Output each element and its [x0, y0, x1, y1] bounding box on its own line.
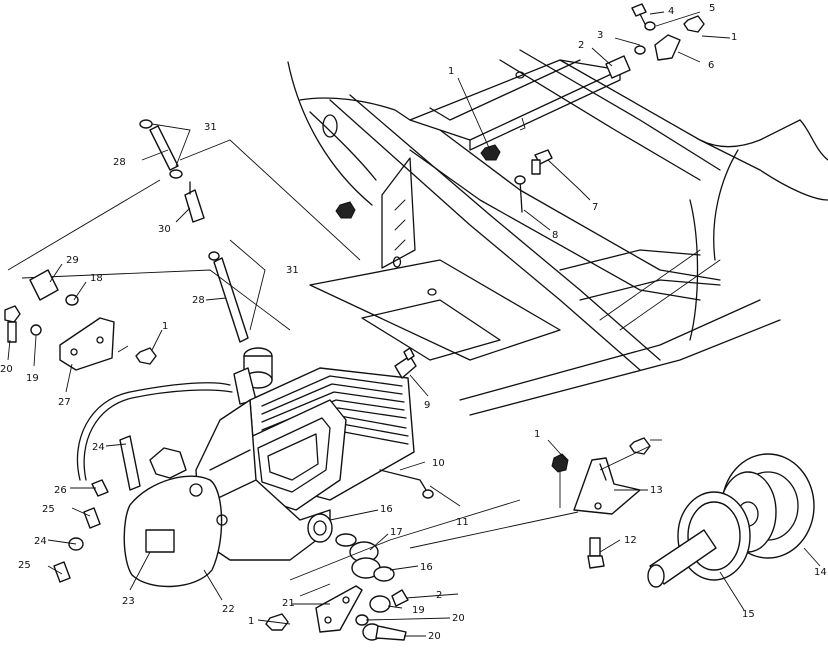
- callout-16-lower: 16: [420, 562, 433, 573]
- nut-upper-bracket[interactable]: [629, 437, 651, 455]
- engine-assembly: [123, 347, 434, 588]
- washer-3[interactable]: [634, 45, 646, 55]
- nut-1-frame[interactable]: [480, 144, 501, 161]
- callout-26: 26: [54, 485, 67, 496]
- clamp-31-lower[interactable]: [169, 169, 183, 179]
- callout-27: 27: [58, 397, 71, 408]
- callout-24-top: 24: [92, 442, 105, 453]
- callout-1-lower: 1: [248, 616, 254, 627]
- carburetor[interactable]: [233, 347, 273, 405]
- callout-2-lower: 2: [436, 590, 442, 601]
- callout-11: 11: [456, 517, 469, 528]
- top-right-hardware: [605, 3, 705, 79]
- callout-5: 5: [709, 3, 715, 14]
- fitting-24-b[interactable]: [83, 507, 101, 529]
- cylinder-head[interactable]: [243, 367, 415, 511]
- nut-1-top[interactable]: [683, 15, 705, 33]
- bolt-7[interactable]: [531, 149, 553, 175]
- nut-1-plate[interactable]: [335, 201, 356, 219]
- callout-31-top: 31: [204, 122, 217, 133]
- lower-bracket-assembly: [265, 499, 521, 641]
- callout-28-top: 28: [113, 157, 126, 168]
- damper-29[interactable]: [29, 269, 59, 301]
- callout-1-left: 1: [162, 321, 168, 332]
- clamp-31-top[interactable]: [139, 119, 153, 129]
- callout-9: 9: [424, 400, 430, 411]
- callout-23: 23: [122, 596, 135, 607]
- fuel-line-parts: [7, 119, 361, 343]
- hose-28-top[interactable]: [149, 125, 179, 171]
- callout-6: 6: [708, 60, 714, 71]
- pulley-assembly: [409, 437, 815, 588]
- fuel-filter-30[interactable]: [184, 189, 205, 223]
- callout-30: 30: [158, 224, 171, 235]
- callout-1-top: 1: [731, 32, 737, 43]
- hose-24-c[interactable]: [53, 561, 71, 583]
- label-plate: [145, 529, 175, 553]
- callout-1-bracket: 1: [534, 429, 540, 440]
- vehicle-frame: [287, 49, 828, 416]
- callout-18-lower: 19: [412, 605, 425, 616]
- bolt-12[interactable]: [587, 537, 605, 569]
- wire-10[interactable]: [379, 469, 427, 491]
- bracket-13[interactable]: [573, 457, 641, 515]
- bolt-20-lower[interactable]: [362, 623, 407, 641]
- fitting-26[interactable]: [91, 479, 109, 497]
- callout-19-lower: 20: [452, 613, 465, 624]
- callout-24-bottom: 25: [18, 560, 31, 571]
- callout-20-left: 20: [0, 364, 13, 375]
- callout-13: 13: [650, 485, 663, 496]
- callout-14: 14: [814, 567, 827, 578]
- callout-12: 12: [624, 535, 637, 546]
- callout-31-lower: 31: [286, 265, 299, 276]
- bracket-27[interactable]: [59, 317, 115, 371]
- callout-7: 7: [592, 202, 598, 213]
- callout-4: 4: [668, 6, 674, 17]
- callout-15: 15: [742, 609, 755, 620]
- clip-16[interactable]: [335, 533, 357, 547]
- callout-19-left: 19: [26, 373, 39, 384]
- bushing-2[interactable]: [605, 55, 631, 79]
- bracket-21[interactable]: [315, 585, 363, 633]
- callout-24-mid: 25: [42, 504, 55, 515]
- washer-5[interactable]: [644, 21, 656, 31]
- callout-8: 8: [552, 230, 558, 241]
- wire-8[interactable]: [514, 175, 526, 213]
- left-bracket-assembly: [4, 269, 157, 371]
- callout-29: 29: [66, 255, 79, 266]
- bushing-2-lower[interactable]: [391, 589, 409, 607]
- callout-2-top: 2: [578, 40, 584, 51]
- callout-17: 17: [390, 527, 403, 538]
- washer-19-left[interactable]: [30, 324, 42, 336]
- bracket-6[interactable]: [654, 34, 681, 61]
- hose-24-mid[interactable]: [119, 435, 141, 491]
- callout-25: 24: [34, 536, 47, 547]
- fuel-line-fittings: [53, 382, 233, 583]
- nut-1-left[interactable]: [135, 347, 157, 365]
- callout-labels: 5 4 1 3 2 6 1 7 8 31 28 30 29 18 31 28 1…: [0, 3, 827, 642]
- callout-28-lower: 28: [192, 295, 205, 306]
- seal-16[interactable]: [307, 513, 333, 543]
- clutch-17[interactable]: [349, 541, 395, 582]
- pulley-15[interactable]: [647, 491, 751, 588]
- nut-1-bracket[interactable]: [551, 453, 569, 473]
- callout-21: 21: [282, 598, 295, 609]
- callout-10: 10: [432, 458, 445, 469]
- callout-20-lower: 20: [428, 631, 441, 642]
- callout-1-frame: 1: [448, 66, 454, 77]
- callout-16-top: 16: [380, 504, 393, 515]
- leader-lines: [7, 11, 821, 637]
- callout-3: 3: [597, 30, 603, 41]
- callout-18-left: 18: [90, 273, 103, 284]
- bolt-20-left[interactable]: [4, 305, 21, 343]
- callout-22: 22: [222, 604, 235, 615]
- washer-18[interactable]: [65, 294, 79, 306]
- crankcase[interactable]: [123, 399, 331, 588]
- hose-28-lower[interactable]: [213, 257, 249, 343]
- spark-plug-9[interactable]: [394, 347, 417, 379]
- damper-18-lower[interactable]: [369, 595, 391, 613]
- screw-4[interactable]: [631, 3, 647, 25]
